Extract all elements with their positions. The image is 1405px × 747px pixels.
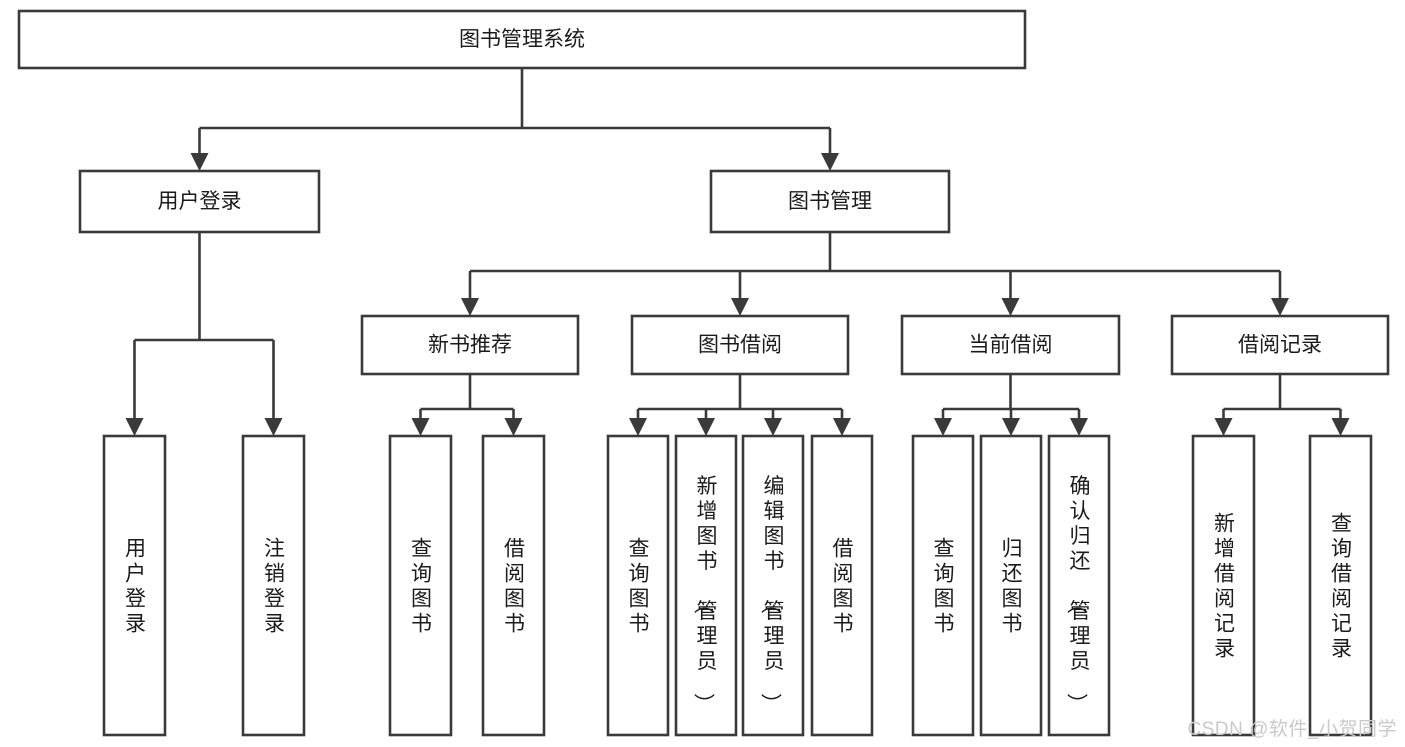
node-label-book-borrow: 图书借阅	[698, 334, 782, 357]
node-box-leaf-logout	[241, 434, 306, 737]
node-box-leaf-query-record	[1308, 434, 1373, 737]
node-new-book-recommend[interactable]: 新书推荐	[360, 314, 580, 376]
node-label-leaf-logout: 注销登录	[264, 538, 285, 636]
node-box-leaf-edit-book-admin	[741, 434, 805, 737]
node-label-user-login: 用户登录	[158, 190, 242, 213]
node-box-leaf-query-book-current	[911, 434, 975, 737]
node-box-current-borrow	[900, 314, 1121, 376]
connector-layer	[125, 68, 1350, 436]
node-box-leaf-return-book	[979, 434, 1043, 737]
node-label-book-manage: 图书管理	[788, 190, 872, 213]
node-current-borrow[interactable]: 当前借阅	[900, 314, 1121, 376]
node-leaf-return-book[interactable]: 归还图书	[979, 434, 1043, 737]
node-leaf-add-book-admin[interactable]: 新增图书（管理员）	[674, 434, 738, 737]
arrow-icon-leaf-query-book-current	[934, 418, 952, 436]
arrow-icon-leaf-query-book-rec	[411, 418, 430, 436]
node-book-borrow[interactable]: 图书借阅	[630, 314, 850, 376]
arrow-icon-leaf-logout	[264, 418, 283, 436]
arrow-icon-leaf-query-book-borrow	[629, 418, 647, 436]
arrow-icon-leaf-add-record	[1214, 418, 1233, 436]
node-box-leaf-add-book-admin	[674, 434, 738, 737]
node-label-leaf-confirm-return-admin: 确认归还（管理员）	[1065, 475, 1091, 714]
arrow-icon-leaf-user-login	[125, 418, 144, 436]
node-label-current-borrow: 当前借阅	[969, 334, 1053, 357]
node-label-leaf-return-book: 归还图书	[1002, 538, 1023, 636]
node-box-leaf-query-book-borrow	[606, 434, 670, 737]
node-box-user-login	[78, 169, 321, 234]
node-leaf-query-record[interactable]: 查询借阅记录	[1308, 434, 1373, 737]
node-book-manage[interactable]: 图书管理	[709, 169, 951, 234]
node-label-leaf-query-book-borrow: 查询图书	[629, 538, 650, 636]
arrow-icon-leaf-confirm-return-admin	[1070, 418, 1088, 436]
node-box-root	[17, 9, 1027, 70]
node-label-leaf-user-login: 用户登录	[125, 538, 146, 636]
node-box-leaf-borrow-book	[810, 434, 874, 737]
node-box-leaf-user-login	[102, 434, 167, 737]
node-box-book-borrow	[630, 314, 850, 376]
node-label-borrow-record: 借阅记录	[1238, 334, 1322, 357]
node-label-leaf-add-book-admin: 新增图书（管理员）	[692, 475, 718, 714]
node-label-root: 图书管理系统	[459, 28, 585, 51]
node-label-leaf-query-record: 查询借阅记录	[1331, 513, 1352, 661]
node-label-leaf-edit-book-admin: 编辑图书（管理员）	[759, 475, 785, 714]
node-leaf-edit-book-admin[interactable]: 编辑图书（管理员）	[741, 434, 805, 737]
node-leaf-confirm-return-admin[interactable]: 确认归还（管理员）	[1047, 434, 1111, 737]
node-box-book-manage	[709, 169, 951, 234]
arrow-icon-user-login	[190, 153, 209, 171]
arrow-icon-leaf-return-book	[1002, 418, 1020, 436]
node-user-login[interactable]: 用户登录	[78, 169, 321, 234]
node-label-new-book-recommend: 新书推荐	[428, 334, 512, 357]
arrow-icon-book-manage	[821, 153, 839, 171]
node-label-leaf-add-record: 新增借阅记录	[1214, 513, 1235, 661]
node-box-leaf-add-record	[1191, 434, 1256, 737]
node-leaf-user-login[interactable]: 用户登录	[102, 434, 167, 737]
node-leaf-add-record[interactable]: 新增借阅记录	[1191, 434, 1256, 737]
arrow-icon-new-book-recommend	[461, 298, 479, 316]
node-leaf-query-book-borrow[interactable]: 查询图书	[606, 434, 670, 737]
node-layer: 图书管理系统用户登录图书管理新书推荐图书借阅当前借阅借阅记录用户登录注销登录查询…	[17, 9, 1390, 737]
node-label-leaf-query-book-current: 查询图书	[934, 538, 955, 636]
node-leaf-query-book-rec[interactable]: 查询图书	[388, 434, 453, 737]
arrow-icon-leaf-add-book-admin	[697, 418, 715, 436]
arrow-icon-borrow-record	[1271, 298, 1289, 316]
node-box-leaf-confirm-return-admin	[1047, 434, 1111, 737]
node-box-borrow-record	[1170, 314, 1390, 376]
node-box-leaf-query-book-rec	[388, 434, 453, 737]
arrow-icon-leaf-borrow-book-rec	[504, 418, 523, 436]
node-leaf-borrow-book-rec[interactable]: 借阅图书	[481, 434, 546, 737]
node-label-leaf-borrow-book-rec: 借阅图书	[504, 538, 525, 636]
node-label-leaf-query-book-rec: 查询图书	[411, 538, 432, 636]
arrow-icon-leaf-borrow-book	[833, 418, 851, 436]
arrow-icon-book-borrow	[731, 298, 749, 316]
arrow-icon-leaf-edit-book-admin	[764, 418, 782, 436]
arrow-icon-current-borrow	[1001, 298, 1020, 316]
node-root[interactable]: 图书管理系统	[17, 9, 1027, 70]
node-box-new-book-recommend	[360, 314, 580, 376]
node-label-leaf-borrow-book: 借阅图书	[833, 538, 854, 636]
node-leaf-borrow-book[interactable]: 借阅图书	[810, 434, 874, 737]
node-box-leaf-borrow-book-rec	[481, 434, 546, 737]
node-borrow-record[interactable]: 借阅记录	[1170, 314, 1390, 376]
node-leaf-query-book-current[interactable]: 查询图书	[911, 434, 975, 737]
arrow-icon-leaf-query-record	[1331, 418, 1350, 436]
node-leaf-logout[interactable]: 注销登录	[241, 434, 306, 737]
